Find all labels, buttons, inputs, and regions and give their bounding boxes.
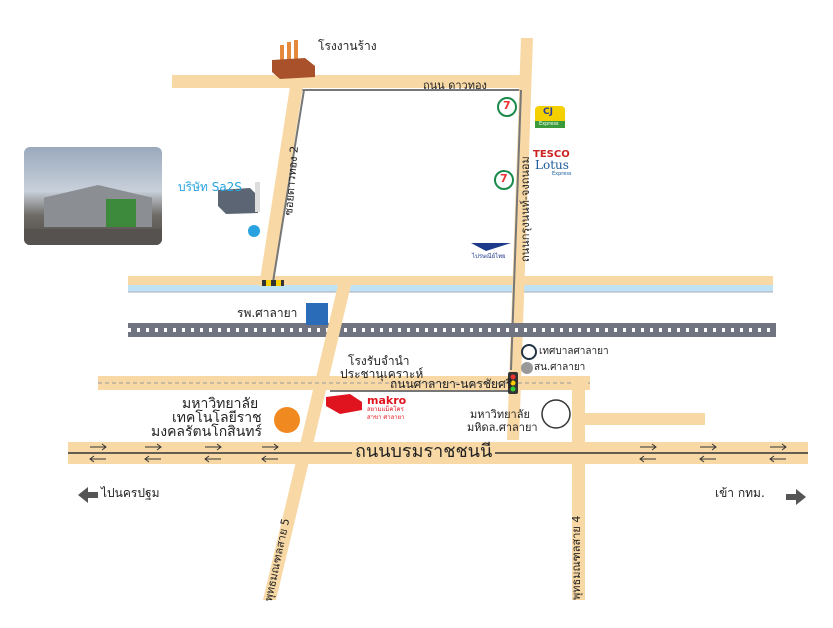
label-company: บริษัท Sa2S bbox=[178, 180, 242, 194]
company-photo bbox=[24, 147, 162, 245]
police-emblem bbox=[521, 362, 533, 374]
arrow-left-icon bbox=[78, 487, 98, 503]
lane-arrow-icon bbox=[204, 443, 222, 463]
canal bbox=[128, 276, 773, 293]
label-police: สน.ศาลายา bbox=[534, 362, 586, 373]
lane-arrow-icon bbox=[89, 443, 107, 463]
company-building-icon bbox=[218, 182, 260, 214]
road-soi-daothong2 bbox=[259, 80, 304, 286]
cj-logo-text: CJ bbox=[543, 107, 553, 117]
label-rmutr-2: เทคโนโลยีราช bbox=[172, 410, 262, 426]
makro-sub-2: สาขา ศาลายา bbox=[367, 414, 405, 421]
tesco-logo-sub: Express bbox=[552, 171, 572, 177]
label-road-salaya: ถนนศาลายา-นครชัยศรี bbox=[390, 377, 513, 391]
municipality-emblem bbox=[521, 344, 537, 360]
factory-icon bbox=[272, 40, 315, 79]
label-rmutr-3: มงคลรัตนโกสินทร์ bbox=[151, 424, 263, 440]
makro-building-icon bbox=[326, 394, 362, 414]
road-krung-nonthaburi bbox=[507, 38, 533, 440]
label-municipality: เทศบาลศาลายา bbox=[539, 346, 609, 357]
label-hospital: รพ.ศาลายา bbox=[237, 306, 298, 320]
tesco-logo: TESCO bbox=[533, 149, 570, 160]
makro-logo: makro bbox=[367, 394, 407, 407]
makro-sub-1: สยามแม็คโคร bbox=[367, 406, 404, 413]
rmutr-emblem bbox=[274, 407, 300, 433]
seven-eleven-text-2: 7 bbox=[500, 172, 508, 185]
tesco-logo-text: Lotus bbox=[535, 158, 569, 172]
road-phutthamonthon4 bbox=[572, 380, 585, 600]
seven-eleven-text: 7 bbox=[503, 99, 511, 112]
lane-arrow-icon bbox=[639, 443, 657, 463]
label-mahidol-1: มหาวิทยาลัย bbox=[470, 408, 530, 421]
thailand-post-logo bbox=[471, 243, 511, 251]
lane-arrow-icon bbox=[769, 443, 787, 463]
lane-arrow-icon bbox=[261, 443, 279, 463]
cj-logo-sub: Express bbox=[539, 121, 559, 127]
label-to-bangkok: เข้า กทม. bbox=[715, 486, 765, 500]
label-factory: โรงงานร้าง bbox=[318, 39, 377, 53]
seven-eleven-icon bbox=[494, 97, 517, 190]
company-location-dot bbox=[248, 225, 260, 237]
label-rmutr-1: มหาวิทยาลัย bbox=[182, 396, 259, 412]
traffic-light-icon bbox=[508, 372, 518, 394]
label-pawnshop-2: ประชานุเคราะห์ bbox=[340, 367, 424, 381]
road-daothong bbox=[172, 75, 527, 91]
hospital-icon bbox=[306, 303, 328, 325]
label-to-nakhon-pathom: ไปนครปฐม bbox=[101, 486, 160, 500]
arrow-right-icon bbox=[786, 489, 806, 505]
lane-arrow-icon bbox=[699, 443, 717, 463]
mahidol-emblem bbox=[541, 399, 571, 429]
label-mahidol-2: มหิดล.ศาลายา bbox=[467, 421, 538, 434]
lane-arrow-icon bbox=[144, 443, 162, 463]
label-road-daothong: ถนน ดาวทอง bbox=[423, 79, 487, 92]
label-phutthamonthon4: พุทธมณฑลสาย 4 bbox=[570, 515, 583, 600]
label-pawnshop-1: โรงรับจำนำ bbox=[348, 354, 410, 368]
road-salaya-nakhonchaisri bbox=[98, 376, 590, 392]
label-road-krung-nonthaburi: ถนนกรุงนนท์-จงถนอม bbox=[519, 156, 532, 262]
thailand-post-text: ไปรษณีย์ไทย bbox=[472, 253, 506, 260]
label-road-borommaratchachonnani: ถนนบรมราชชนนี bbox=[352, 443, 496, 461]
railway bbox=[128, 323, 776, 337]
